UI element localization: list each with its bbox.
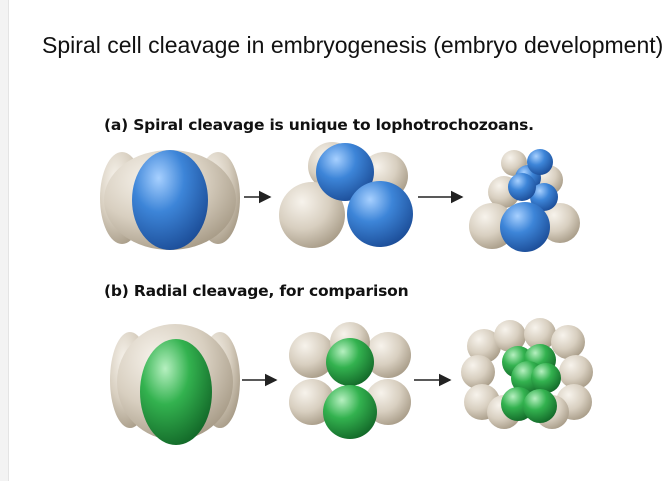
slide-title: Spiral cell cleavage in embryogenesis (e… bbox=[42, 32, 664, 58]
radial-stage-3 bbox=[461, 318, 593, 429]
tan-cell bbox=[524, 318, 556, 350]
spiral-stage-1 bbox=[100, 150, 240, 250]
spiral-stage-3 bbox=[469, 149, 580, 252]
tan-cell bbox=[494, 320, 526, 352]
tan-cell bbox=[559, 355, 593, 389]
green-cell bbox=[323, 385, 377, 439]
panel-a-label: (a) Spiral cleavage is unique to lophotr… bbox=[104, 116, 534, 134]
blue-cell bbox=[316, 143, 374, 201]
tan-cell bbox=[279, 182, 345, 248]
left-edge-bar bbox=[0, 0, 9, 481]
blue-cell bbox=[500, 202, 550, 252]
blue-cell bbox=[132, 150, 208, 250]
tan-cell bbox=[289, 332, 335, 378]
panel-b-label: (b) Radial cleavage, for comparison bbox=[104, 282, 409, 300]
green-cell bbox=[140, 339, 212, 445]
tan-cell bbox=[461, 355, 495, 389]
tan-cell bbox=[467, 329, 501, 363]
tan-cell bbox=[540, 203, 580, 243]
blue-cell bbox=[530, 183, 558, 211]
blue-cell bbox=[527, 149, 553, 175]
spiral-stage-2 bbox=[279, 142, 413, 248]
green-cell bbox=[326, 338, 374, 386]
green-cell bbox=[531, 363, 561, 393]
radial-stage-1 bbox=[110, 324, 240, 445]
radial-stage-2 bbox=[289, 322, 411, 439]
blue-cell bbox=[347, 181, 413, 247]
green-cell bbox=[523, 389, 557, 423]
tan-cell bbox=[551, 325, 585, 359]
blue-cell bbox=[508, 173, 536, 201]
tan-cell bbox=[365, 332, 411, 378]
